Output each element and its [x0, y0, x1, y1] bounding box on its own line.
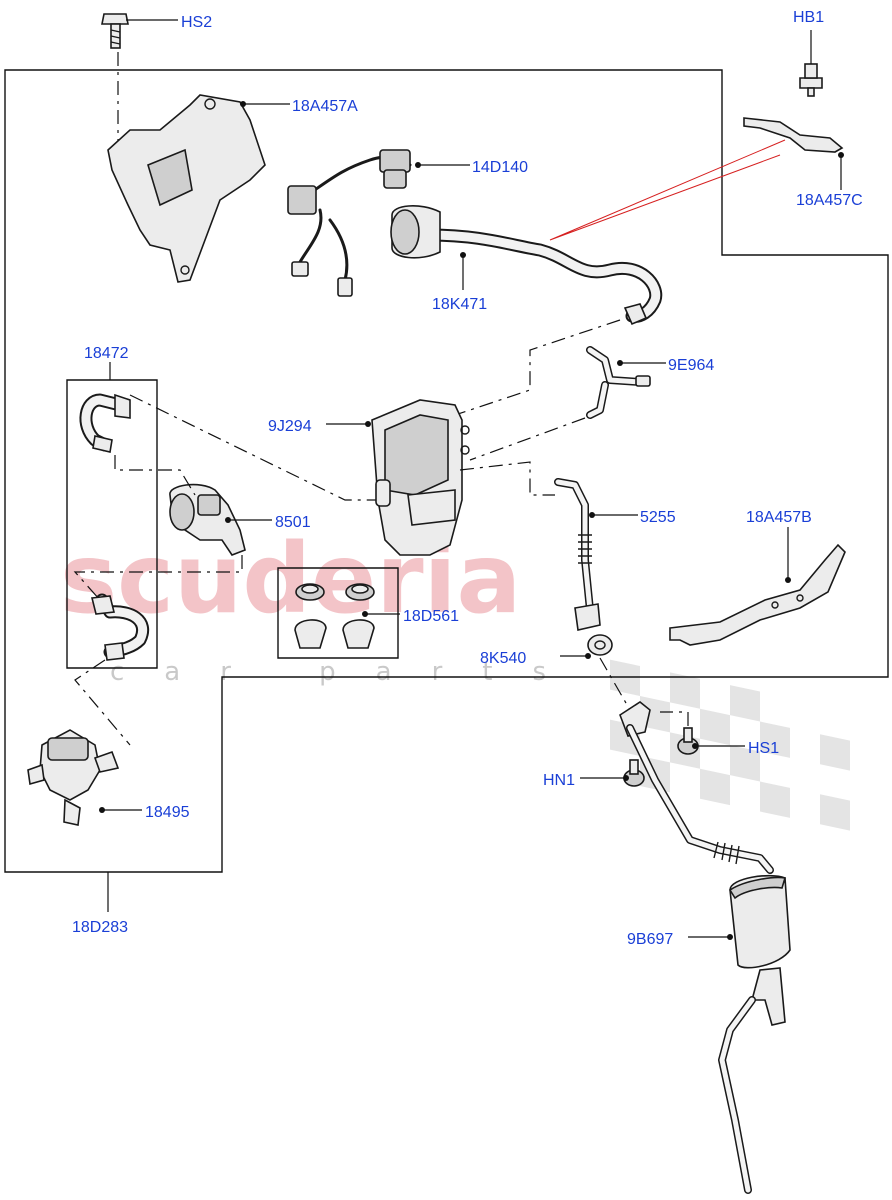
dash-9e964-heater [469, 417, 586, 461]
label-18472[interactable]: 18472 [84, 345, 129, 362]
label-hs1[interactable]: HS1 [748, 740, 779, 757]
label-9b697[interactable]: 9B697 [627, 931, 673, 948]
screw-hs1[interactable] [677, 727, 699, 755]
label-hn1[interactable]: HN1 [543, 772, 575, 789]
label-8k540[interactable]: 8K540 [480, 650, 526, 667]
kit-outline-18472 [66, 379, 158, 669]
label-9j294[interactable]: 9J294 [268, 418, 312, 435]
pipe-5255[interactable] [554, 478, 601, 631]
label-18k471[interactable]: 18K471 [432, 296, 487, 313]
dash-gasket-exhaust [599, 657, 631, 711]
kit-outline-18d561 [277, 567, 399, 659]
gasket-8k540[interactable] [587, 634, 613, 656]
label-9e964[interactable]: 9E964 [668, 357, 714, 374]
label-hs2[interactable]: HS2 [181, 14, 212, 31]
label-18495[interactable]: 18495 [145, 804, 190, 821]
hose-18k471[interactable] [390, 205, 663, 326]
dash-heater-5255 [459, 461, 555, 496]
dash-18k471-heater [439, 319, 621, 421]
valve-18495[interactable] [27, 729, 120, 826]
label-hb1[interactable]: HB1 [793, 9, 824, 26]
bracket-18a457a[interactable] [107, 94, 266, 283]
screw-hs2[interactable] [101, 13, 129, 49]
label-8501[interactable]: 8501 [275, 514, 311, 531]
hose-18472-lower[interactable] [91, 593, 150, 661]
grommets-18d561[interactable] [294, 583, 375, 649]
bracket-18a457b[interactable] [669, 543, 846, 646]
pump-8501[interactable] [169, 483, 246, 556]
label-14d140[interactable]: 14D140 [472, 159, 528, 176]
heater-9j294[interactable] [371, 399, 470, 556]
wiring-harness-14d140[interactable] [287, 149, 412, 297]
dash-hose-valve [74, 659, 131, 746]
label-18a457a[interactable]: 18A457A [292, 98, 358, 115]
exhaust-9b697[interactable] [619, 701, 791, 1194]
bolt-hb1[interactable] [799, 63, 823, 97]
watermark-sub: car parts [110, 657, 586, 687]
checkered-flag-icon [610, 659, 850, 831]
leader-lines [99, 19, 844, 940]
label-18a457c[interactable]: 18A457C [796, 192, 863, 209]
dash-18472-heater [129, 394, 385, 501]
label-5255[interactable]: 5255 [640, 509, 676, 526]
red-leader-18a457c [549, 139, 786, 241]
kit-outline-18d283 [4, 69, 889, 873]
pipe-9e964[interactable] [586, 346, 651, 419]
label-18a457b[interactable]: 18A457B [746, 509, 812, 526]
dash-hs1 [660, 711, 689, 726]
dash-18472-pump [114, 455, 196, 496]
hose-18472-upper[interactable] [79, 393, 131, 453]
label-18d561[interactable]: 18D561 [403, 608, 459, 625]
dash-pump-hose [73, 555, 243, 601]
bracket-18a457c[interactable] [743, 117, 844, 153]
label-18d283[interactable]: 18D283 [72, 919, 128, 936]
